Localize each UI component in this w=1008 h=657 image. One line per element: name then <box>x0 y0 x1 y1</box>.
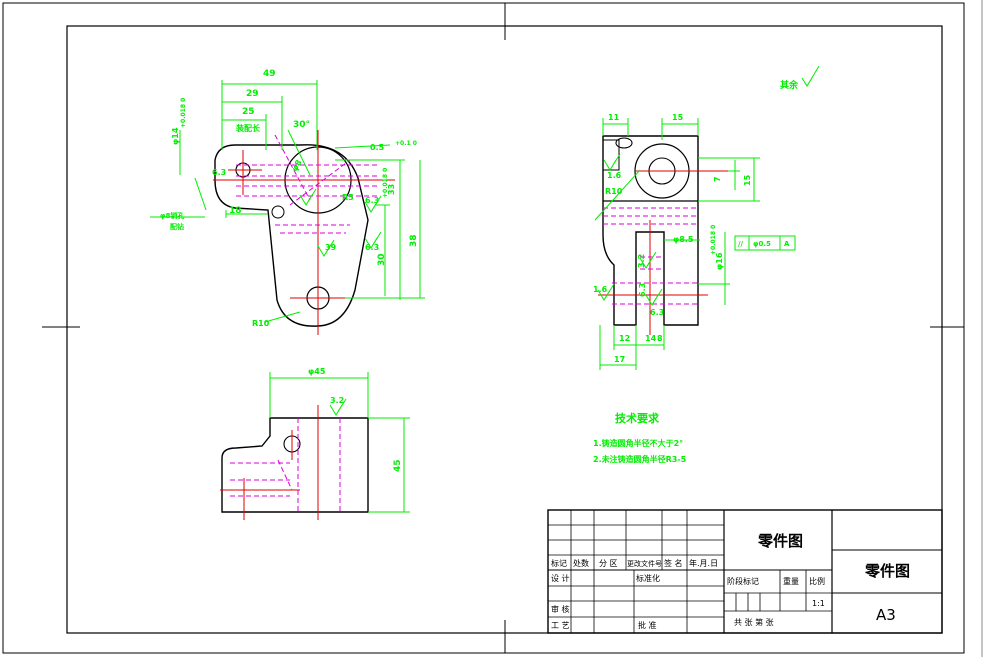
title-block <box>547 509 943 634</box>
front-view-outline <box>221 417 369 513</box>
tb-zone: 分 区 <box>599 559 618 568</box>
tb-change-doc: 更改文件号 <box>627 559 662 568</box>
dim-38: 38 <box>409 234 419 247</box>
roughness-6-3-side-a: 6.3 <box>638 283 647 297</box>
tb-count: 处数 <box>573 558 589 568</box>
roughness-6-3-side-b: 6.3 <box>650 308 664 317</box>
dim-11: 11 <box>608 113 620 122</box>
top-view-hidden-lines <box>236 134 380 234</box>
side-view-hidden-lines <box>603 207 698 305</box>
tol-phi16: +0.018 0 <box>710 225 717 255</box>
tb-sign: 签 名 <box>664 558 683 568</box>
dim-29: 29 <box>246 89 259 99</box>
roughness-1-6-a: 1.6 <box>607 171 622 180</box>
dim-30: 30 <box>377 253 387 266</box>
gdt-datum: A <box>784 240 790 248</box>
roughness-1-6-b: 1.6 <box>593 285 608 294</box>
outer-border <box>2 2 965 654</box>
top-view: 49 29 25 装配长 30° φ14 +0.018 0 φ8 0.5 +0.… <box>150 69 425 335</box>
top-view-roughness-symbols <box>299 188 382 257</box>
dim-12: 12 <box>619 334 630 343</box>
tb-approve: 批 准 <box>638 620 657 630</box>
tb-sheets: 共 张 第 张 <box>734 617 774 627</box>
tb-scale-label: 比例 <box>809 576 825 586</box>
tb-part-name: 零件图 <box>757 532 803 550</box>
tb-mark: 标记 <box>551 558 567 568</box>
front-view-hidden-lines <box>230 418 341 512</box>
tech-req-title: 技术要求 <box>615 411 660 425</box>
title-block-text: 标记 处数 分 区 更改文件号 签 名 年.月.日 设 计 标准化 审 核 工 … <box>551 532 910 630</box>
tb-format: A3 <box>876 606 896 624</box>
roughness-6-3-a: 6.3 <box>365 196 379 205</box>
tb-process: 工 艺 <box>551 621 570 630</box>
gdt-parallel: // <box>738 240 744 248</box>
top-view-outline <box>214 144 369 327</box>
front-view-dim-lines <box>269 372 410 513</box>
roughness-6-3-c: 6.3 <box>212 168 226 177</box>
tb-scale-value: 1:1 <box>812 599 825 608</box>
dim-phi45: φ45 <box>308 367 326 376</box>
tb-weight: 重量 <box>783 576 799 586</box>
side-view-dim-lines <box>594 118 796 370</box>
dim-45: 45 <box>393 459 403 472</box>
dim-r5: R5 <box>342 193 354 202</box>
dim-18: 18 <box>229 206 242 216</box>
tech-req-item-2: 2.未注铸造圆角半径R3-5 <box>593 454 687 464</box>
side-view: 11 15 1.6 R10 7 15 φ8.5 3.2 φ16 +0.018 0… <box>593 113 796 370</box>
top-view-centerlines <box>213 130 395 335</box>
dim-15-right: 15 <box>743 174 752 186</box>
gdt-tolerance: φ0.5 <box>753 240 771 248</box>
dim-17: 17 <box>614 355 625 364</box>
dim-25: 25 <box>242 107 255 117</box>
dim-49: 49 <box>263 69 276 79</box>
roughness-3-2-side: 3.2 <box>637 254 646 268</box>
tb-standardize: 标准化 <box>636 573 660 583</box>
dim-8: 8 <box>657 334 663 343</box>
tb-date: 年.月.日 <box>689 558 718 568</box>
front-view-centerlines <box>220 405 319 520</box>
roughness-6-3-b: 6.3 <box>365 243 379 252</box>
dim-phi16: φ16 <box>715 252 724 270</box>
side-view-slot <box>615 137 633 149</box>
dim-14: 14 <box>645 334 657 343</box>
inner-frame <box>66 25 943 634</box>
side-view-outline <box>602 135 699 326</box>
centering-marks <box>42 3 964 653</box>
tol-0-5: +0.1 0 <box>395 140 417 147</box>
dim-phi8-5: φ8.5 <box>673 235 694 244</box>
note-drill-with: 配钻 <box>170 222 184 231</box>
dim-0-5: 0.5 <box>370 143 385 152</box>
tb-drawing-name: 零件图 <box>864 562 910 580</box>
dim-assembly-length: 装配长 <box>235 123 261 133</box>
tb-stage-mark: 阶段标记 <box>727 576 759 586</box>
front-view: φ45 3.2 45 <box>220 367 410 520</box>
side-view-centerlines <box>598 170 728 335</box>
small-hole <box>271 205 285 219</box>
roughness-note-text: 其余 <box>780 79 799 91</box>
dim-r10-side: R10 <box>605 187 623 196</box>
dim-30deg: 30° <box>293 120 310 130</box>
roughness-3-2: 3.2 <box>330 396 344 405</box>
dim-33: 33 <box>387 184 396 195</box>
note-pin-hole: φ8销孔 <box>160 211 184 220</box>
dim-phi14: φ14 <box>171 127 180 145</box>
dim-15-top: 15 <box>672 113 684 122</box>
dim-r10: R10 <box>252 319 270 328</box>
tech-req-item-1: 1.铸造圆角半径不大于2° <box>593 438 683 448</box>
top-view-outline-shadow <box>214 143 369 327</box>
tol-33: +0.018 0 <box>382 168 389 198</box>
tb-review: 审 核 <box>551 604 570 614</box>
tb-design: 设 计 <box>551 573 570 583</box>
tol-phi14: +0.018 0 <box>180 98 187 128</box>
dim-7: 7 <box>713 176 722 182</box>
top-view-dim-lines <box>150 80 425 323</box>
roughness-note-symbol <box>801 65 820 87</box>
dim-39: 39 <box>325 243 337 252</box>
